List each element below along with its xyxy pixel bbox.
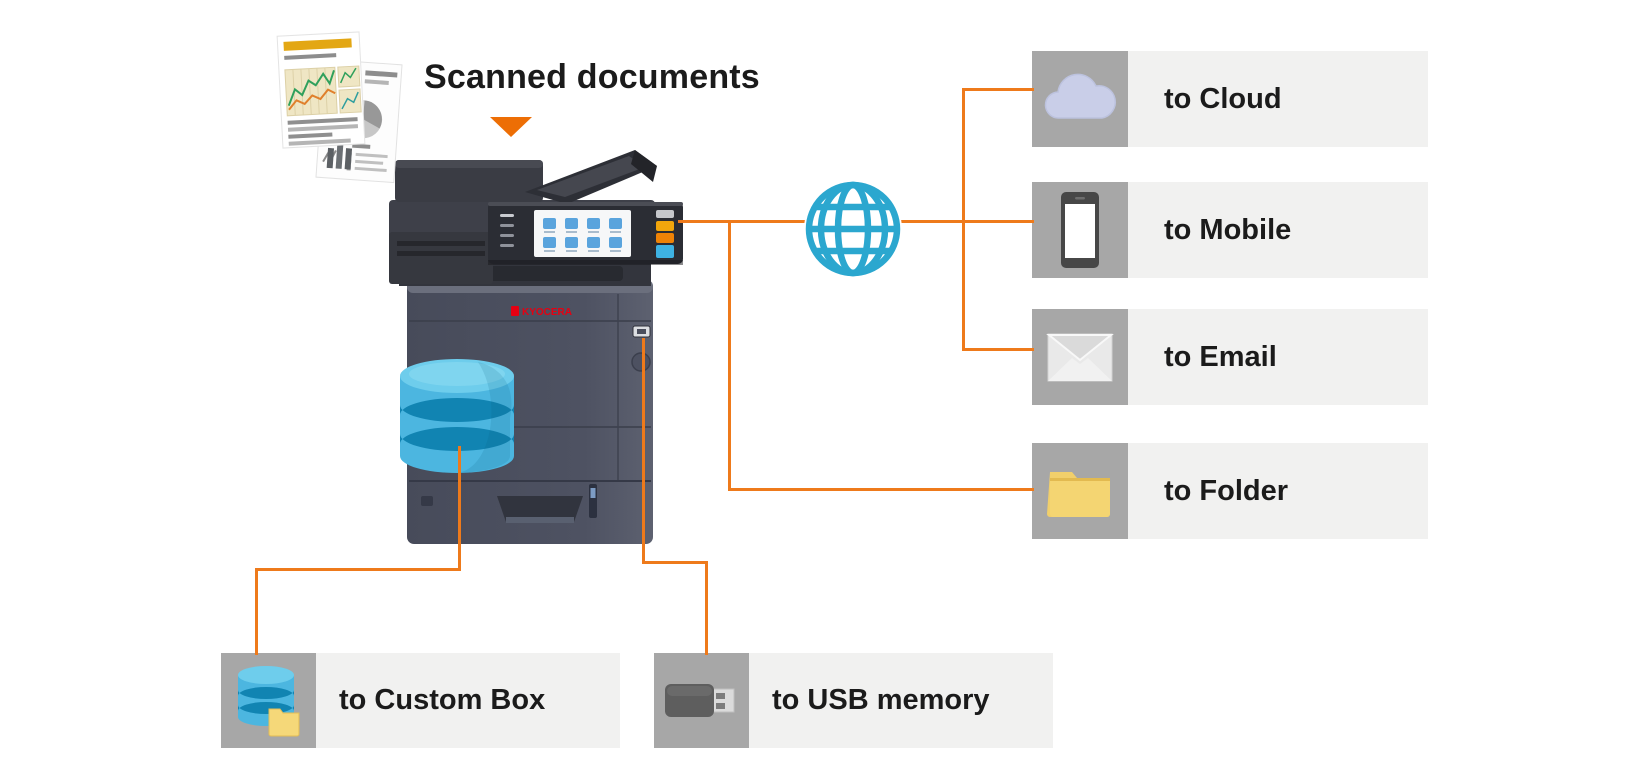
printer-brand-text: KYOCERA bbox=[522, 307, 572, 318]
globe-icon bbox=[804, 180, 902, 278]
printer-graphic: KYOCERA bbox=[389, 150, 683, 544]
destination-label: to Cloud bbox=[1128, 51, 1428, 147]
destination-mobile: to Mobile bbox=[1032, 182, 1428, 278]
envelope-icon bbox=[1046, 333, 1114, 382]
destination-label: to Folder bbox=[1128, 443, 1428, 539]
printer-database-icon bbox=[400, 359, 514, 473]
connector-custombox-vertical-1 bbox=[458, 446, 461, 571]
connector-usb-horizontal bbox=[642, 561, 708, 564]
destination-usb-memory: to USB memory bbox=[654, 653, 1053, 748]
mobile-icon-cell bbox=[1032, 182, 1128, 278]
custom-box-icon-cell bbox=[221, 653, 316, 748]
destination-label: to Custom Box bbox=[316, 653, 620, 748]
destination-email: to Email bbox=[1032, 309, 1428, 405]
destination-cloud: to Cloud bbox=[1032, 51, 1428, 147]
destination-label: to Email bbox=[1128, 309, 1428, 405]
database-folder-icon bbox=[238, 666, 300, 737]
down-arrow-icon bbox=[490, 117, 532, 137]
connector-right-vertical bbox=[962, 88, 965, 351]
connector-usb-vertical-2 bbox=[705, 561, 708, 655]
usb-stick-icon bbox=[665, 684, 735, 717]
diagram-title: Scanned documents bbox=[424, 58, 760, 96]
scanned-documents-icon bbox=[276, 31, 403, 184]
usb-icon-cell bbox=[654, 653, 749, 748]
connector-usb-vertical-1 bbox=[642, 338, 645, 564]
cloud-icon-cell bbox=[1032, 51, 1128, 147]
printer-lower-body: KYOCERA bbox=[407, 280, 653, 544]
connector-folder-vertical bbox=[728, 220, 731, 491]
printer-control-panel bbox=[488, 202, 683, 265]
destination-custom-box: to Custom Box bbox=[221, 653, 620, 748]
folder-icon bbox=[1047, 472, 1110, 517]
printer-touchscreen bbox=[534, 210, 631, 257]
connector-cloud-stub bbox=[962, 88, 1034, 91]
connector-custombox-vertical-2 bbox=[255, 568, 258, 655]
destination-label: to Mobile bbox=[1128, 182, 1428, 278]
connector-folder-stub bbox=[728, 488, 1034, 491]
destination-label: to USB memory bbox=[749, 653, 1053, 748]
destination-folder: to Folder bbox=[1032, 443, 1428, 539]
connector-email-stub bbox=[962, 348, 1034, 351]
kyocera-logo: KYOCERA bbox=[511, 306, 572, 318]
email-icon-cell bbox=[1032, 309, 1128, 405]
smartphone-icon bbox=[1061, 192, 1099, 268]
cloud-icon bbox=[1044, 73, 1117, 119]
connector-custombox-horizontal bbox=[255, 568, 461, 571]
folder-icon-cell bbox=[1032, 443, 1128, 539]
